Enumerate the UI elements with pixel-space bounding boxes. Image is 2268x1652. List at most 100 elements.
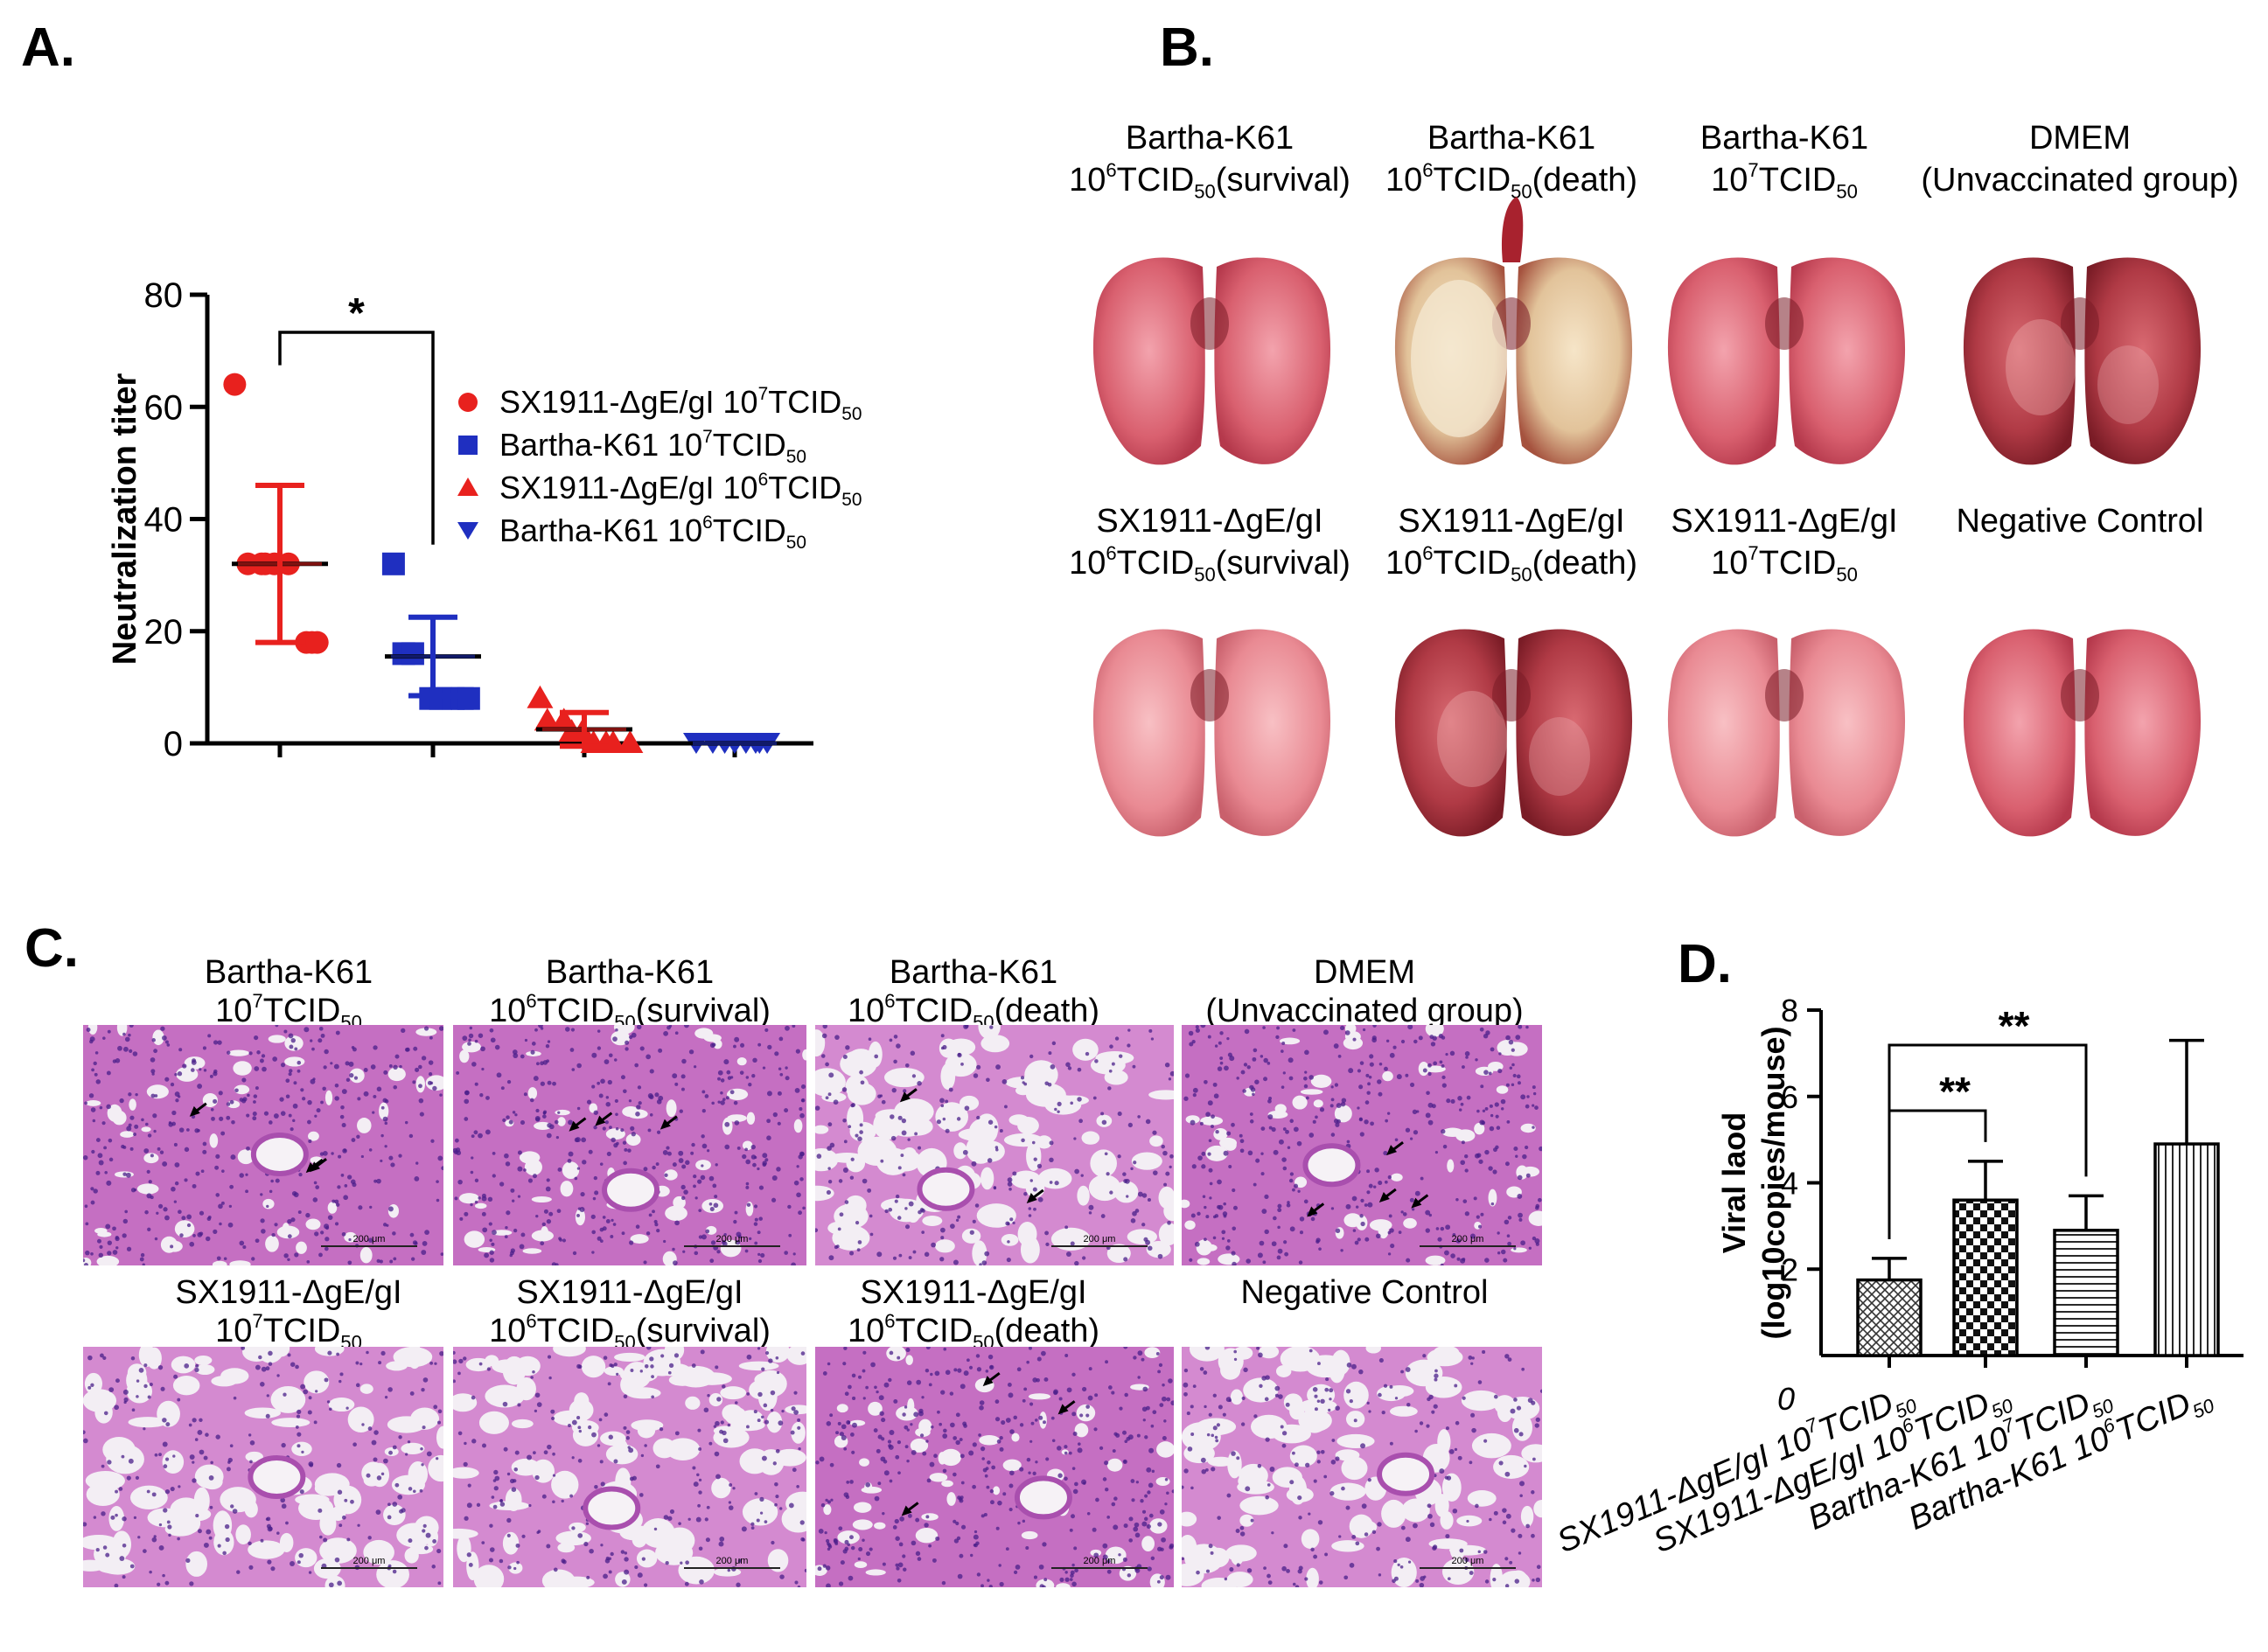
c-nucleus	[1069, 1528, 1073, 1532]
c-nucleus	[935, 1536, 940, 1541]
c-nucleus	[698, 1490, 702, 1495]
c-alveolar-space	[401, 1442, 425, 1454]
c-nucleus	[699, 1579, 704, 1585]
c-alveolar-space	[284, 1056, 305, 1067]
c-nucleus	[624, 1551, 628, 1555]
c-nucleus	[387, 1515, 392, 1520]
c-nucleus	[862, 1350, 867, 1355]
c-nucleus	[1308, 1349, 1313, 1353]
c-nucleus	[404, 1120, 408, 1125]
c-nucleus	[260, 1218, 265, 1223]
c-nucleus	[319, 1535, 323, 1539]
c-nucleus	[122, 1145, 127, 1149]
c-nucleus	[1215, 1439, 1219, 1443]
c-nucleus	[849, 1175, 855, 1180]
c-alveolar-space	[852, 1519, 873, 1530]
c-nucleus	[368, 1237, 373, 1243]
c-nucleus	[1501, 1107, 1504, 1111]
c-nucleus	[173, 1374, 178, 1379]
c-nucleus	[197, 1084, 203, 1089]
c-nucleus	[586, 1575, 590, 1579]
c-nucleus	[1411, 1208, 1415, 1211]
c-nucleus	[1345, 1505, 1350, 1510]
c-nucleus	[1064, 1445, 1068, 1449]
c-nucleus	[1532, 1085, 1536, 1090]
c-nucleus	[466, 1552, 471, 1558]
c-nucleus	[314, 1231, 319, 1237]
c-alveolar-space	[1391, 1173, 1403, 1181]
c-nucleus	[987, 1579, 990, 1582]
c-nucleus	[1102, 1554, 1108, 1560]
c-nucleus	[1427, 1063, 1432, 1068]
label-exponent: 6	[884, 990, 895, 1012]
c-nucleus	[889, 1038, 893, 1042]
c-alveolar-space	[248, 1540, 285, 1559]
c-nucleus	[1240, 1070, 1246, 1075]
c-nucleus	[950, 1422, 955, 1428]
c-nucleus	[1262, 1260, 1267, 1265]
c-nucleus	[995, 1064, 1001, 1070]
c-nucleus	[575, 1137, 581, 1143]
c-nucleus	[1152, 1170, 1158, 1175]
c-nucleus	[997, 1500, 1002, 1506]
c-nucleus	[1159, 1575, 1164, 1580]
c-nucleus	[750, 1526, 755, 1530]
c-nucleus	[493, 1486, 499, 1491]
c-nucleus	[157, 1364, 164, 1370]
c-nucleus	[194, 1128, 199, 1133]
c-nucleus	[939, 1098, 945, 1104]
c-nucleus	[698, 1478, 702, 1481]
c-alveolar-space	[555, 1109, 570, 1116]
c-nucleus	[1020, 1076, 1025, 1080]
c-nucleus	[1509, 1066, 1513, 1070]
c-alveolar-space	[665, 1205, 687, 1222]
c-nucleus	[345, 1406, 349, 1410]
c-nucleus	[753, 1410, 757, 1414]
c-nucleus	[1532, 1091, 1537, 1096]
c-nucleus	[227, 1222, 234, 1228]
c-nucleus	[462, 1035, 468, 1042]
d-significance-label: **	[1999, 1003, 2030, 1049]
c-nucleus	[999, 1436, 1003, 1440]
c-nucleus	[430, 1139, 435, 1143]
c-nucleus	[785, 1025, 790, 1031]
c-nucleus	[101, 1121, 106, 1126]
c-nucleus	[764, 1520, 768, 1523]
c-tile-content: 200 μm	[1182, 1347, 1542, 1587]
c-nucleus	[862, 1178, 868, 1184]
b-group-label-line1: SX1911-ΔgE/gI	[1398, 503, 1624, 540]
c-nucleus	[534, 1409, 538, 1413]
c-nucleus	[600, 1078, 605, 1084]
c-nucleus	[1427, 1119, 1434, 1126]
c-nucleus	[585, 1522, 590, 1525]
d-y-tick-label: 4	[1781, 1166, 1798, 1202]
c-nucleus	[1445, 1224, 1451, 1230]
c-nucleus	[1360, 1443, 1366, 1449]
c-nucleus	[1201, 1151, 1206, 1156]
c-nucleus	[1389, 1441, 1393, 1446]
c-alveolar-space	[195, 1364, 215, 1376]
c-nucleus	[1009, 1470, 1015, 1476]
c-nucleus	[415, 1161, 419, 1165]
c-nucleus	[480, 1046, 485, 1052]
c-nucleus	[97, 1153, 103, 1159]
c-nucleus	[453, 1359, 457, 1364]
c-nucleus	[490, 1037, 496, 1043]
c-nucleus	[734, 1210, 738, 1215]
c-nucleus	[91, 1149, 95, 1154]
c-group-label-line2: 106TCID50(death)	[848, 1310, 1099, 1353]
c-nucleus	[260, 1193, 263, 1196]
c-nucleus	[234, 1088, 239, 1093]
c-nucleus	[623, 1089, 627, 1094]
c-nucleus	[106, 1180, 112, 1186]
c-nucleus	[679, 1109, 683, 1113]
c-nucleus	[855, 1133, 859, 1138]
c-nucleus	[953, 1259, 959, 1265]
c-alveolar-space	[1197, 1258, 1211, 1265]
c-nucleus	[154, 1453, 158, 1457]
c-nucleus	[265, 1413, 270, 1418]
c-alveolar-space	[298, 1496, 334, 1520]
c-nucleus	[680, 1074, 686, 1079]
b-group-label-line2: 107TCID50	[1711, 159, 1858, 202]
c-nucleus	[1145, 1119, 1151, 1125]
